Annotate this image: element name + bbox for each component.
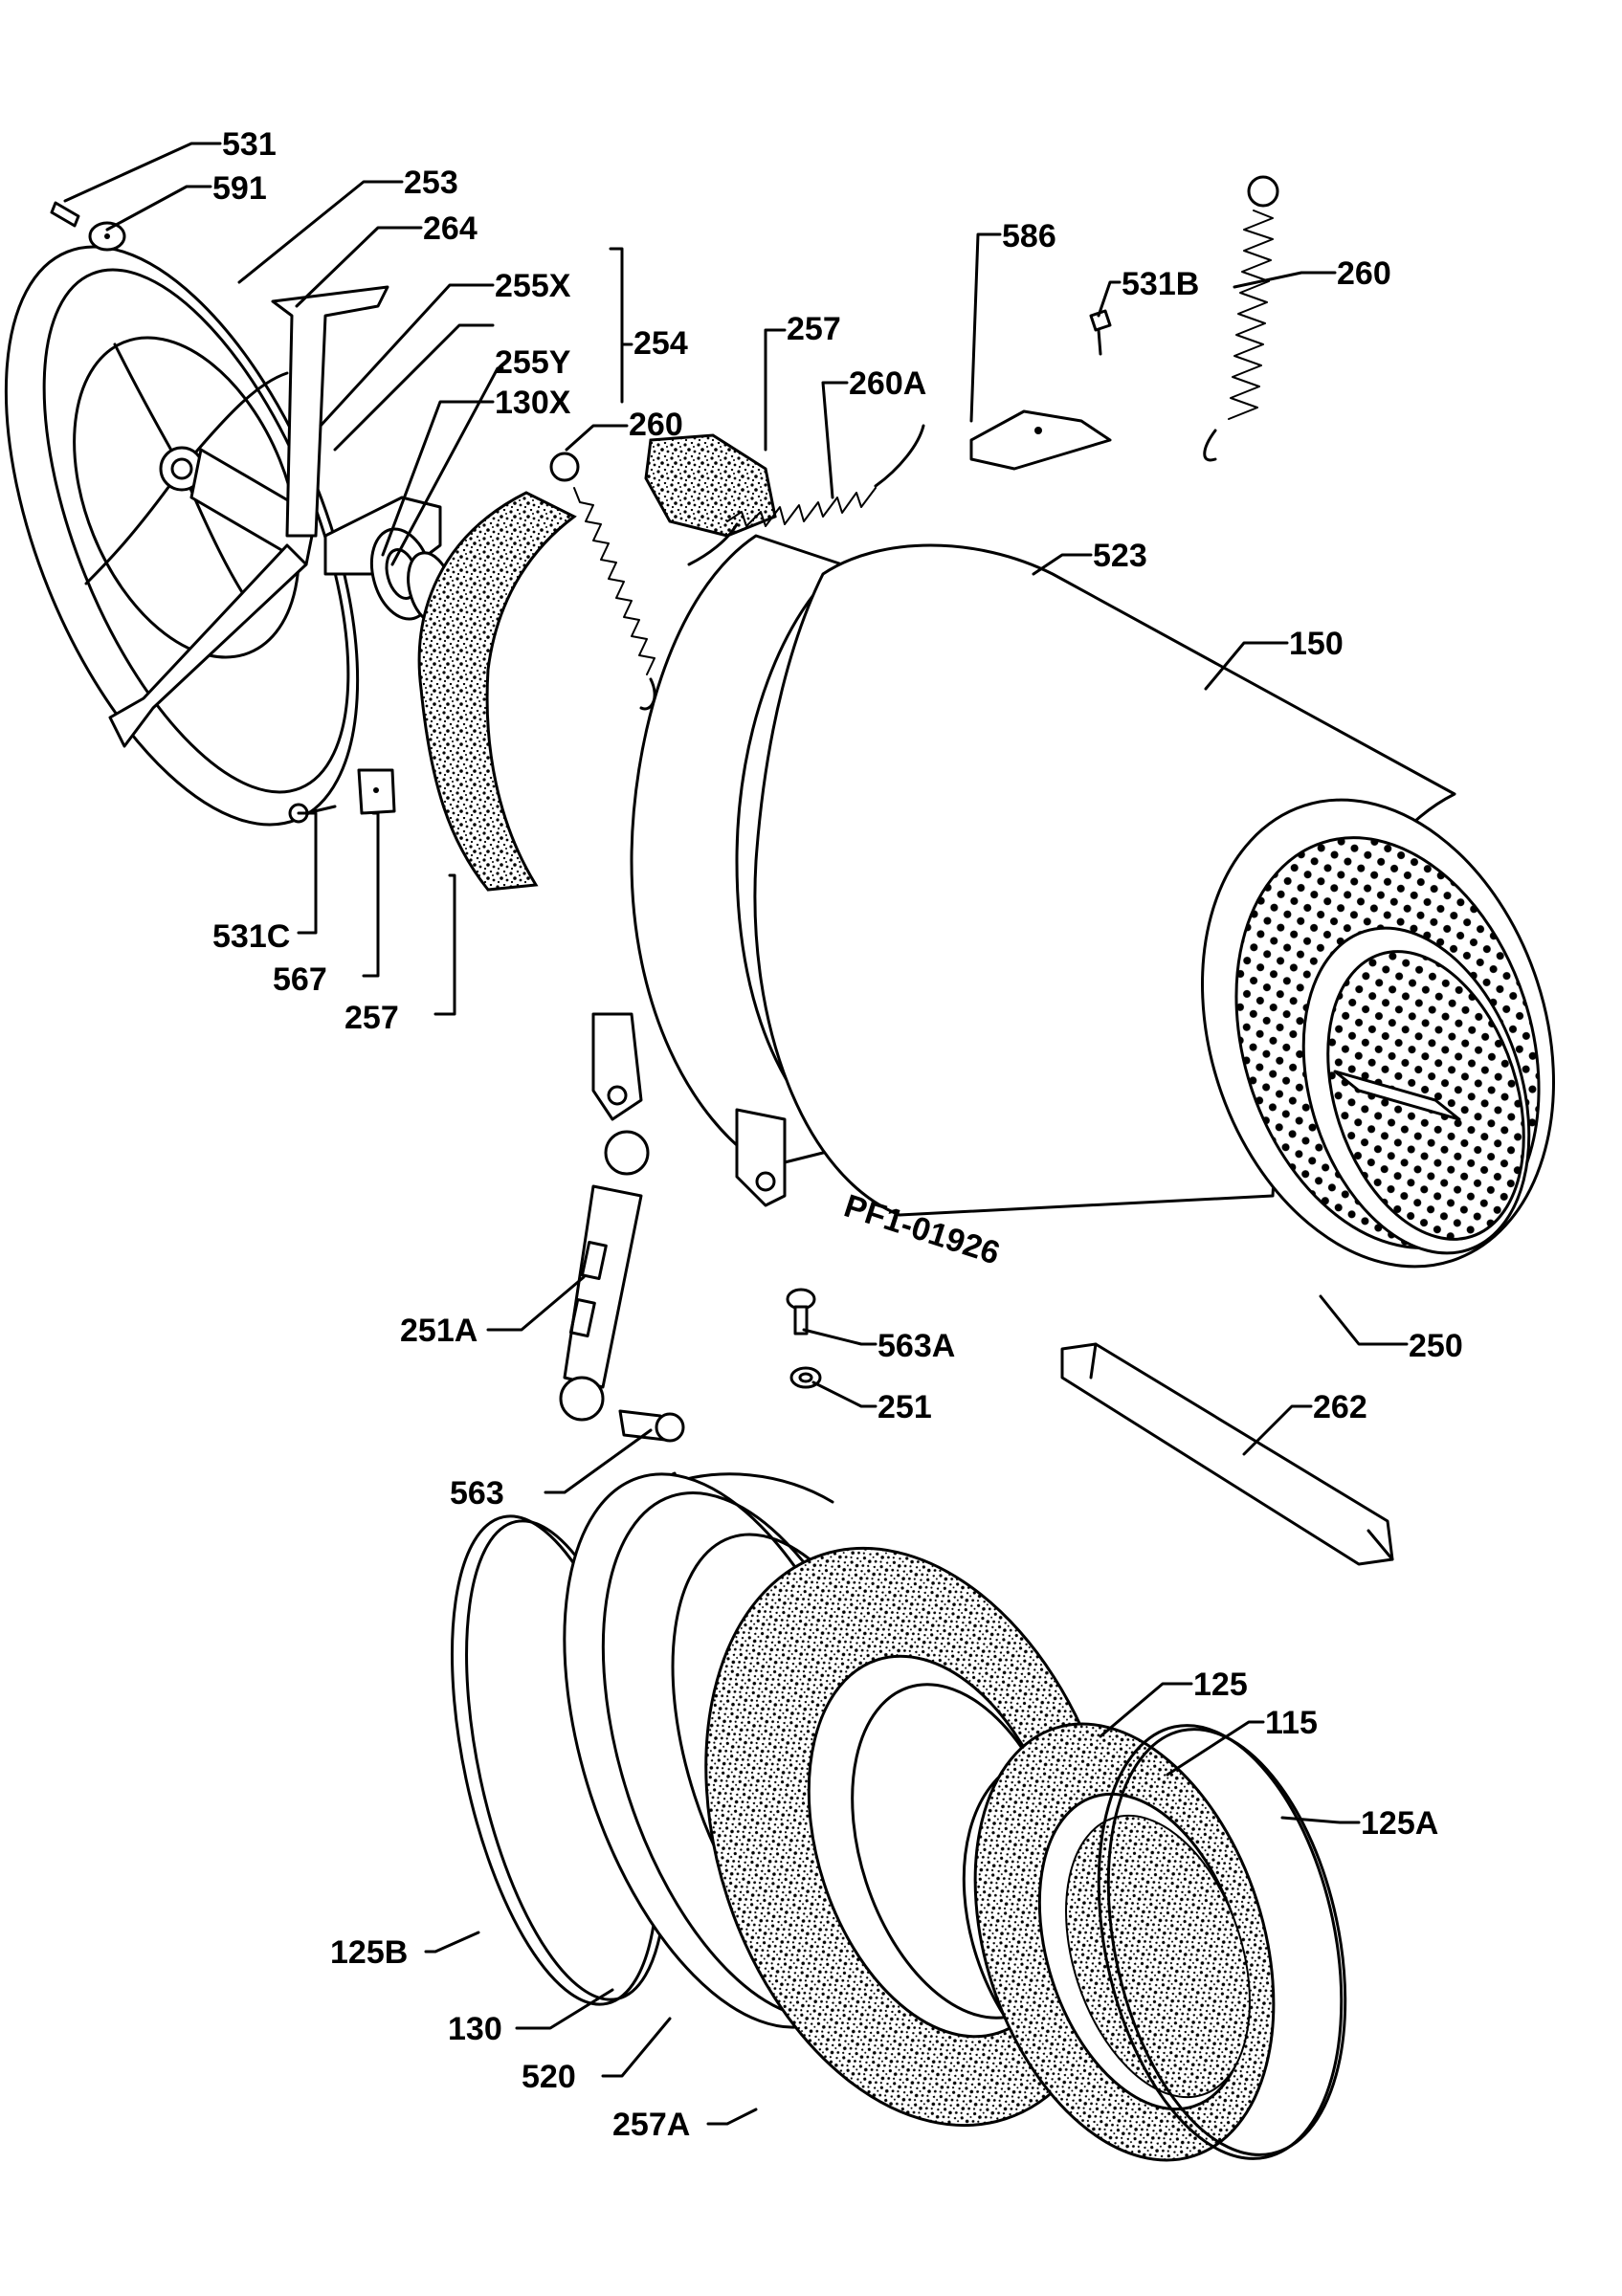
callout-255x: 255X: [495, 268, 571, 304]
bracket-586: [969, 409, 1112, 471]
callout-260a: 260A: [849, 365, 926, 402]
callout-251: 251: [878, 1389, 932, 1425]
callout-563a: 563A: [878, 1328, 955, 1364]
callout-257a: 257A: [612, 2107, 690, 2143]
door-gasket-115: [973, 1722, 1276, 2162]
callout-130x: 130X: [495, 385, 571, 421]
counterweight-257-top: [644, 433, 777, 538]
callout-262: 262: [1313, 1389, 1367, 1425]
plate-567: [357, 768, 396, 815]
callout-250: 250: [1409, 1328, 1463, 1364]
callout-255y: 255Y: [495, 344, 571, 381]
screw-531: [50, 201, 80, 228]
callout-520: 520: [522, 2059, 576, 2095]
callout-150: 150: [1289, 626, 1344, 662]
spring-260-right: [1203, 175, 1279, 462]
callout-253: 253: [404, 165, 458, 201]
callout-257-left: 257: [344, 1000, 399, 1036]
callout-531b: 531B: [1122, 266, 1199, 302]
bolt-563a: [786, 1288, 816, 1336]
callout-260-right: 260: [1337, 255, 1391, 292]
damper-251a: [559, 1130, 650, 1422]
callout-130: 130: [448, 2011, 502, 2047]
clamp-ring-125a: [1097, 1724, 1347, 2160]
callout-251a: 251A: [400, 1313, 478, 1349]
tub-150: [591, 534, 1555, 1269]
callout-563: 563: [450, 1475, 504, 1512]
callout-586: 586: [1002, 218, 1056, 254]
callout-254: 254: [633, 325, 688, 362]
callout-523: 523: [1093, 538, 1147, 574]
pulley-group: [4, 245, 455, 827]
callout-260-top: 260: [629, 407, 683, 443]
callout-115: 115: [1265, 1705, 1318, 1741]
screw-531b: [1089, 309, 1112, 356]
callout-567: 567: [273, 961, 327, 998]
leader-lines: [63, 142, 1409, 2126]
callout-264: 264: [423, 210, 478, 247]
callout-531c: 531C: [212, 918, 290, 955]
callout-531: 531: [222, 126, 277, 163]
lifter-262: [1060, 1342, 1394, 1566]
callout-591: 591: [212, 170, 267, 207]
spring-260a: [687, 424, 925, 566]
counterweight-257-left: [417, 491, 577, 892]
washer-591: [88, 221, 126, 252]
callout-125b: 125B: [330, 1934, 408, 1971]
callout-125a: 125A: [1361, 1805, 1438, 1842]
bolt-563: [618, 1409, 685, 1443]
callout-125: 125: [1193, 1667, 1248, 1703]
callout-labels: 531 591 253 264 255X 254 255Y 130X 260 2…: [212, 126, 1463, 2143]
spring-260-left: [549, 452, 656, 711]
callout-257-top: 257: [787, 311, 841, 347]
